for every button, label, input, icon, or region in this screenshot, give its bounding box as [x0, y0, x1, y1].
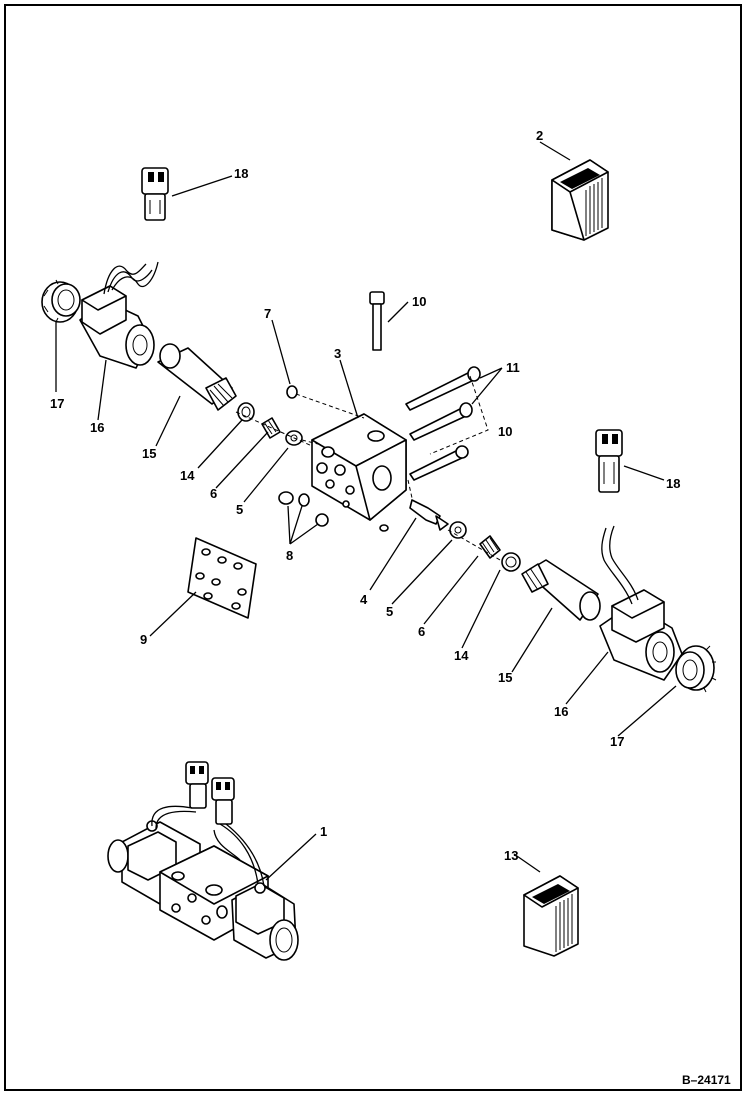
- callout-15-right: 15: [498, 670, 512, 685]
- coil-nut-17-left: [41, 279, 81, 323]
- valve-body-3: [311, 413, 407, 521]
- callout-13: 13: [504, 848, 518, 863]
- callout-17-right: 17: [610, 734, 624, 749]
- callout-14-right: 14: [454, 648, 469, 663]
- callout-5-right: 5: [386, 604, 393, 619]
- solenoid-tube-15-left: [157, 343, 237, 411]
- seal-kit-box-2: [551, 159, 609, 241]
- bolt-10-vertical: [369, 291, 385, 351]
- callout-6-left: 6: [210, 486, 217, 501]
- bolts-11: [405, 366, 481, 441]
- connector-18-top: [141, 167, 169, 221]
- callout-labels: 1 2 3 4 5 5 6 6 7 8 9 10 10 11 13 14 14 …: [50, 128, 680, 863]
- coil-nut-17-right: [675, 645, 717, 693]
- callout-10-middle: 10: [498, 424, 512, 439]
- callout-17-left: 17: [50, 396, 64, 411]
- solenoid-coil-16-left: [79, 261, 159, 369]
- callout-16-left: 16: [90, 420, 104, 435]
- callout-16-right: 16: [554, 704, 568, 719]
- spool-4: [379, 499, 449, 532]
- solenoid-tube-15-right: [521, 559, 601, 621]
- callout-5-left: 5: [236, 502, 243, 517]
- solenoid-coil-16-right: [599, 525, 683, 681]
- leader-lines: [55, 141, 677, 881]
- connector-18-right: [595, 429, 623, 493]
- drawing-reference-number: B–24171: [682, 1073, 731, 1087]
- callout-4: 4: [360, 592, 368, 607]
- callout-3: 3: [334, 346, 341, 361]
- callout-9: 9: [140, 632, 147, 647]
- callout-7: 7: [264, 306, 271, 321]
- drawing-frame: [4, 4, 742, 1091]
- bolt-10-lower: [409, 445, 469, 481]
- spring-6-right: [479, 535, 501, 559]
- callout-18-right: 18: [666, 476, 680, 491]
- seal-kit-box-13: [523, 875, 579, 957]
- spool-end-5-right: [449, 521, 467, 539]
- valve-assembly-1: [107, 761, 299, 961]
- callout-11: 11: [506, 360, 520, 375]
- callout-15-left: 15: [142, 446, 156, 461]
- callout-2: 2: [536, 128, 543, 143]
- plug-7: [286, 385, 298, 399]
- plugs-8: [278, 491, 329, 527]
- callout-1: 1: [320, 824, 327, 839]
- callout-14-left: 14: [180, 468, 195, 483]
- gasket-9: [187, 537, 257, 619]
- callout-6-right: 6: [418, 624, 425, 639]
- o-ring-14-left: [237, 402, 255, 422]
- callout-10-top: 10: [412, 294, 426, 309]
- callout-18-top: 18: [234, 166, 248, 181]
- callout-8: 8: [286, 548, 293, 563]
- o-ring-14-right: [501, 552, 521, 572]
